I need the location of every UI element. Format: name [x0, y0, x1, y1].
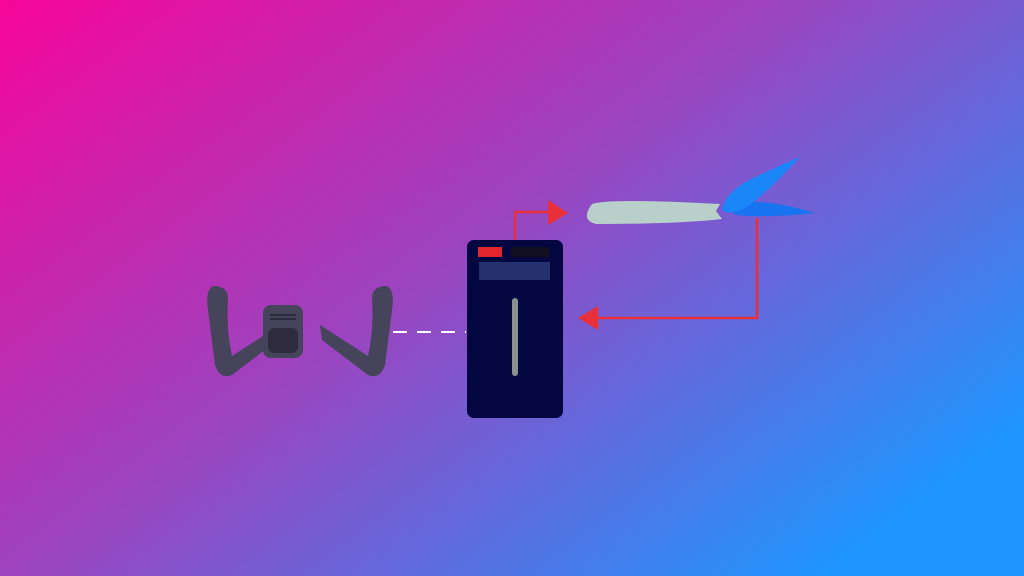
indicator-red: [478, 247, 502, 257]
indicator-dark: [511, 247, 549, 257]
wing-with-flap-icon: [586, 157, 815, 224]
flight-controller-icon: [467, 240, 563, 418]
slider-track: [512, 298, 518, 376]
output-arrow: [513, 200, 568, 240]
display-panel: [479, 262, 550, 280]
control-yoke-icon: [207, 286, 393, 377]
feedback-arrow: [578, 218, 759, 330]
